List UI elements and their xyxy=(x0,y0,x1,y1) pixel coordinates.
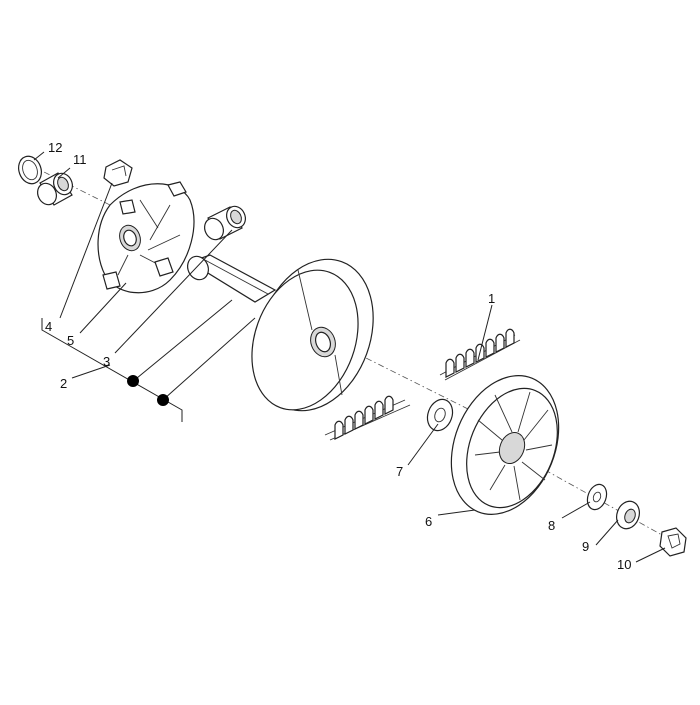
callout-7: 7 xyxy=(396,464,403,479)
marker-dot-2 xyxy=(157,394,169,406)
part-washer-small xyxy=(586,483,608,511)
callout-2: 2 xyxy=(60,376,67,391)
marker-dot-1 xyxy=(127,375,139,387)
part-washer xyxy=(426,398,454,432)
callout-3: 3 xyxy=(103,354,110,369)
callout-11: 11 xyxy=(73,152,87,167)
part-cup-washer xyxy=(616,500,640,530)
callout-8: 8 xyxy=(548,518,555,533)
callout-10: 10 xyxy=(617,557,631,572)
callout-1: 1 xyxy=(488,291,495,306)
part-snap-ring xyxy=(18,155,42,185)
part-slider-clip xyxy=(103,159,133,187)
leader-lines xyxy=(33,151,666,563)
part-flange-nut xyxy=(659,527,687,557)
part-half-pulley xyxy=(251,258,374,412)
part-fan-pulley xyxy=(450,375,560,515)
part-drive-belt xyxy=(324,328,521,441)
callout-4: 4 xyxy=(45,319,52,334)
part-bushing xyxy=(37,172,73,206)
callout-6: 6 xyxy=(425,514,432,529)
callout-12: 12 xyxy=(48,140,62,155)
part-ramp-plate xyxy=(97,181,195,294)
part-spacer-sleeve xyxy=(204,205,246,241)
callout-5: 5 xyxy=(67,333,74,348)
assembly-bracket xyxy=(41,318,183,422)
callout-9: 9 xyxy=(582,539,589,554)
part-hub-shaft xyxy=(187,254,277,303)
